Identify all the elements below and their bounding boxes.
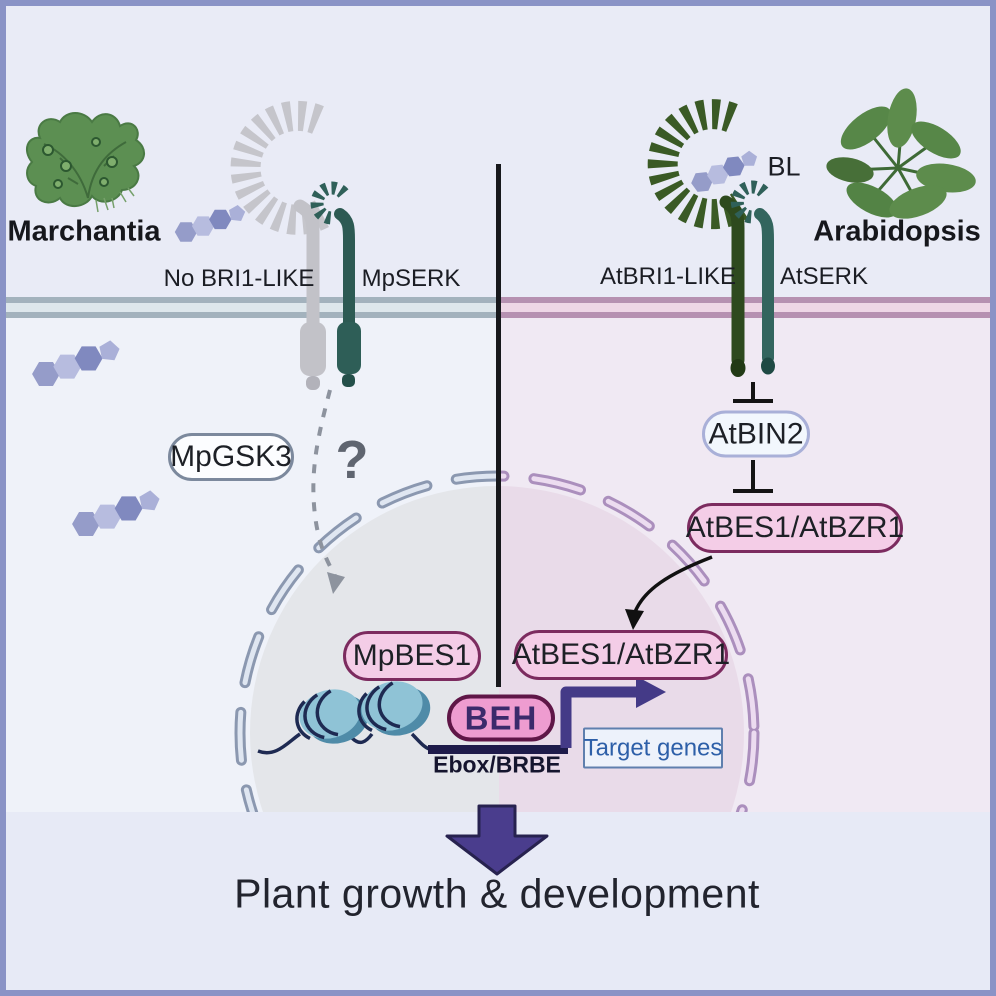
- atbes1-atbzr1-pill: AtBES1/AtBZR1: [686, 503, 904, 553]
- mpbes1-nuclear-pill: MpBES1: [343, 631, 481, 681]
- marchantia-plant-icon: [25, 112, 145, 213]
- transcription-arrow: [560, 676, 666, 748]
- no-bri1-like-label: No BRI1-LIKE: [163, 265, 315, 292]
- ebox-brbe-label: Ebox/BRBE: [433, 751, 561, 778]
- outcome-label: Plant growth & development: [234, 870, 760, 917]
- mpserk-receptor: [310, 181, 361, 387]
- arabidopsis-plant-icon: [826, 88, 976, 219]
- atbin2-pill: AtBIN2: [702, 410, 810, 458]
- plasma-membrane-left: [6, 297, 499, 318]
- bl-label: BL: [767, 151, 801, 182]
- question-mark: ?: [335, 430, 369, 490]
- promoter-region: [428, 745, 568, 754]
- atserk-label: AtSERK: [779, 263, 869, 290]
- inhibition-arrow-atbin2-to-atbes1: [733, 460, 773, 493]
- atserk-receptor: [730, 180, 775, 375]
- mpgsk3-pill: MpGSK3: [168, 433, 294, 481]
- down-block-arrow: [445, 804, 549, 876]
- atbes1-atbzr1-nuclear-pill: AtBES1/AtBZR1: [512, 630, 730, 680]
- arabidopsis-label: Arabidopsis: [813, 215, 981, 248]
- unknown-pathway-arrow: [311, 389, 345, 594]
- atbri1-like-label: AtBRI1-LIKE: [599, 263, 737, 290]
- beh-pill: BEH: [447, 694, 555, 742]
- dna-line: [257, 732, 568, 755]
- activation-arrow-nuclear-import: [625, 555, 713, 630]
- mpserk-label: MpSERK: [361, 265, 461, 292]
- bri1-like-absent-receptor: [230, 100, 333, 390]
- target-genes-box: Target genes: [583, 727, 723, 769]
- divider-line: [496, 164, 501, 687]
- atbri1-like-receptor: [647, 99, 749, 377]
- inhibition-arrow-receptor-to-atbin2: [733, 382, 773, 403]
- marchantia-label: Marchantia: [7, 215, 161, 248]
